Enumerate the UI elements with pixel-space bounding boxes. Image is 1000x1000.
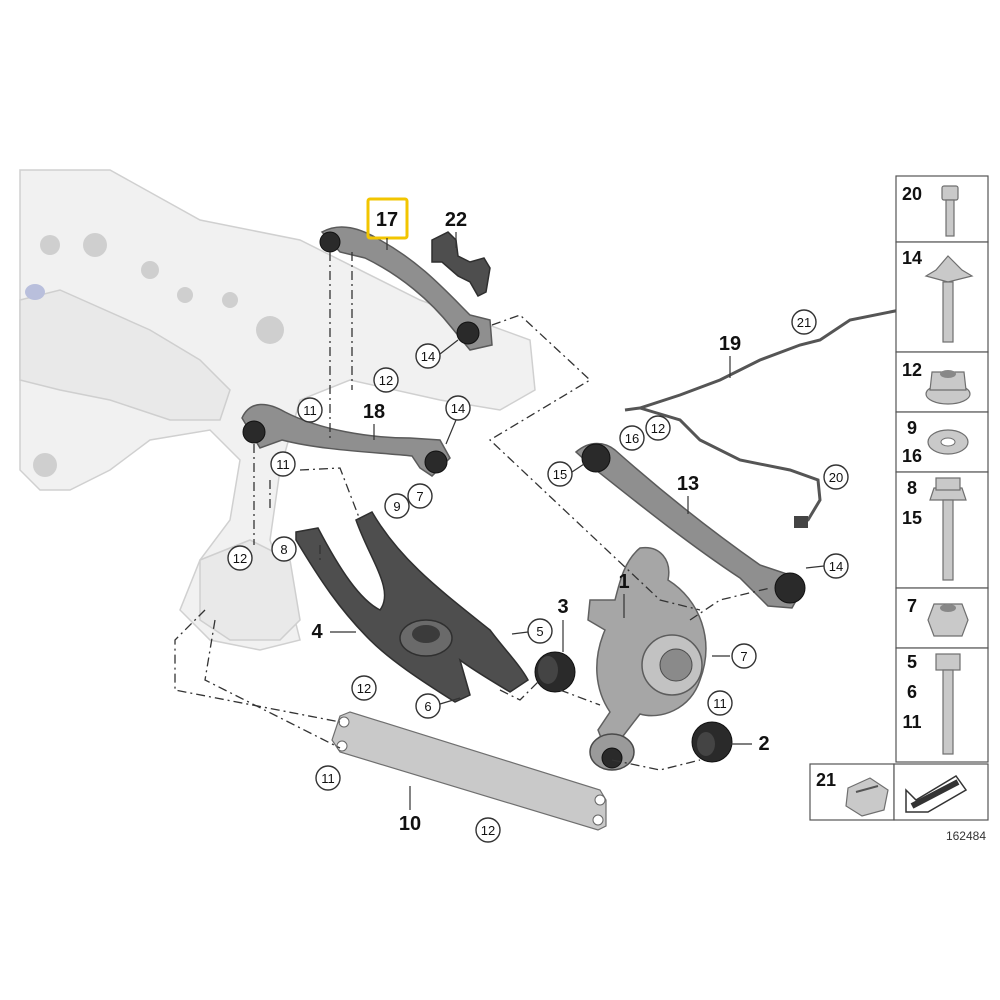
label-18: 18 bbox=[363, 401, 385, 440]
svg-text:16: 16 bbox=[625, 431, 639, 446]
callout-7-right: 7 bbox=[712, 643, 757, 669]
svg-text:4: 4 bbox=[311, 621, 323, 643]
callout-9: 9 bbox=[384, 493, 410, 519]
callout-11-right: 11 bbox=[707, 690, 733, 716]
bushing-2[interactable] bbox=[691, 721, 733, 763]
wishbone-4[interactable] bbox=[295, 511, 529, 703]
callout-14-mid: 14 bbox=[445, 395, 471, 445]
svg-text:12: 12 bbox=[379, 373, 393, 388]
svg-text:17: 17 bbox=[376, 209, 398, 231]
bushing-3[interactable] bbox=[534, 651, 576, 693]
hex-nut-icon bbox=[927, 603, 969, 637]
strut-10[interactable] bbox=[331, 711, 607, 831]
callout-14-top: 14 bbox=[415, 339, 459, 369]
svg-text:15: 15 bbox=[902, 508, 922, 528]
svg-text:20: 20 bbox=[902, 184, 922, 204]
catalog-number: 162484 bbox=[946, 829, 986, 843]
svg-text:7: 7 bbox=[740, 649, 747, 664]
label-4: 4 bbox=[311, 621, 356, 643]
svg-text:1: 1 bbox=[618, 571, 629, 593]
svg-text:12: 12 bbox=[651, 421, 665, 436]
callout-7-top: 7 bbox=[407, 483, 433, 509]
svg-text:15: 15 bbox=[553, 467, 567, 482]
fastener-legend: 20 14 12 9 16 8 15 bbox=[809, 175, 989, 821]
callout-12-bottom: 12 bbox=[475, 817, 501, 843]
svg-text:6: 6 bbox=[424, 699, 431, 714]
callout-12-lower: 12 bbox=[351, 675, 377, 701]
svg-text:9: 9 bbox=[393, 499, 400, 514]
label-13: 13 bbox=[677, 473, 699, 514]
svg-text:21: 21 bbox=[797, 315, 811, 330]
callout-12-right: 12 bbox=[645, 415, 671, 441]
svg-text:6: 6 bbox=[907, 682, 917, 702]
label-19: 19 bbox=[719, 333, 741, 378]
svg-text:11: 11 bbox=[321, 771, 335, 786]
svg-text:12: 12 bbox=[902, 360, 922, 380]
svg-text:14: 14 bbox=[902, 248, 922, 268]
callout-11-mid: 11 bbox=[270, 451, 296, 477]
callout-12-left: 12 bbox=[227, 545, 253, 571]
washer-icon bbox=[927, 429, 969, 455]
svg-text:11: 11 bbox=[276, 457, 290, 472]
label-1: 1 bbox=[618, 571, 630, 618]
svg-text:14: 14 bbox=[829, 559, 843, 574]
svg-text:12: 12 bbox=[481, 823, 495, 838]
svg-text:10: 10 bbox=[399, 813, 421, 835]
svg-text:14: 14 bbox=[451, 401, 465, 416]
label-22: 22 bbox=[445, 209, 467, 248]
svg-text:22: 22 bbox=[445, 209, 467, 231]
svg-text:13: 13 bbox=[677, 473, 699, 495]
callout-15: 15 bbox=[547, 461, 585, 487]
svg-text:2: 2 bbox=[758, 733, 769, 755]
label-3: 3 bbox=[557, 596, 569, 652]
label-2: 2 bbox=[730, 733, 770, 755]
callout-16: 16 bbox=[619, 425, 645, 451]
svg-text:11: 11 bbox=[902, 712, 921, 732]
svg-text:16: 16 bbox=[902, 446, 922, 466]
svg-text:5: 5 bbox=[907, 652, 917, 672]
callout-14-right: 14 bbox=[805, 553, 849, 579]
svg-text:12: 12 bbox=[233, 551, 247, 566]
wheel-carrier-1[interactable] bbox=[587, 546, 707, 771]
flange-bolt-icon bbox=[924, 255, 974, 343]
svg-text:14: 14 bbox=[421, 349, 435, 364]
upper-arm-18[interactable] bbox=[241, 403, 451, 477]
callout-21: 21 bbox=[791, 309, 817, 335]
arrow-icon bbox=[905, 775, 968, 813]
svg-text:7: 7 bbox=[907, 596, 917, 616]
long-hex-bolt-icon bbox=[929, 477, 967, 581]
callout-5: 5 bbox=[511, 618, 553, 644]
svg-text:8: 8 bbox=[280, 542, 287, 557]
flange-nut-icon bbox=[925, 370, 971, 405]
svg-text:18: 18 bbox=[363, 401, 385, 423]
clip-icon bbox=[845, 777, 889, 817]
svg-text:12: 12 bbox=[357, 681, 371, 696]
callout-20: 20 bbox=[823, 464, 849, 490]
upper-control-arm-17[interactable] bbox=[319, 226, 493, 351]
svg-text:8: 8 bbox=[907, 478, 917, 498]
callout-12-top: 12 bbox=[373, 367, 399, 393]
svg-text:5: 5 bbox=[536, 624, 543, 639]
svg-text:3: 3 bbox=[557, 596, 568, 618]
svg-text:9: 9 bbox=[907, 418, 917, 438]
hex-bolt-icon bbox=[935, 653, 961, 755]
control-arm-13[interactable] bbox=[574, 442, 806, 609]
label-10: 10 bbox=[399, 786, 421, 835]
callout-11-top: 11 bbox=[297, 397, 323, 423]
socket-head-bolt-icon bbox=[941, 185, 959, 237]
svg-text:19: 19 bbox=[719, 333, 741, 355]
svg-text:11: 11 bbox=[303, 403, 317, 418]
label-17: 17 bbox=[366, 197, 409, 250]
svg-text:11: 11 bbox=[713, 696, 727, 711]
callout-8: 8 bbox=[271, 536, 297, 562]
svg-text:20: 20 bbox=[829, 470, 843, 485]
connector-lines bbox=[174, 252, 771, 771]
svg-text:21: 21 bbox=[816, 770, 836, 790]
callout-6: 6 bbox=[415, 693, 461, 719]
svg-text:7: 7 bbox=[416, 489, 423, 504]
callout-11-lower: 11 bbox=[315, 765, 341, 791]
